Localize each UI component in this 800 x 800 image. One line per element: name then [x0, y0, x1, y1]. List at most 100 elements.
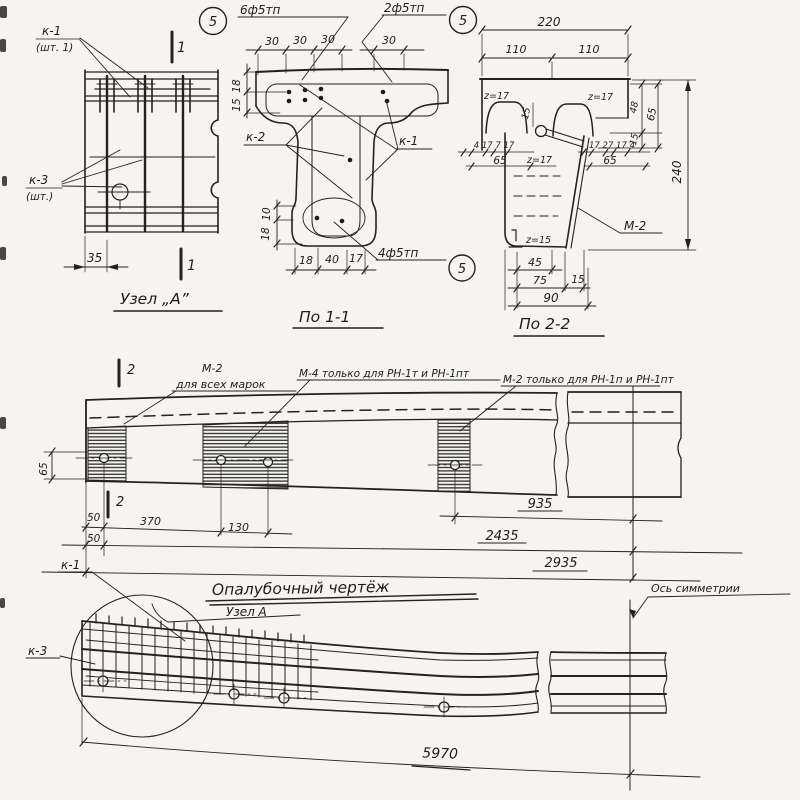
label-z17: z=17: [526, 155, 552, 166]
view-node-a: [25, 30, 223, 312]
plan-holes: [83, 670, 467, 718]
weld-bubble: [448, 5, 478, 35]
label-m2: М-2: [624, 219, 646, 233]
dim-220: 220: [538, 15, 561, 29]
s11-callout-lines: [237, 14, 447, 261]
view-node-a-text: к-1 (шт. 1) к-3 (шт.) 35 1 1 Узел „А”: [26, 24, 196, 308]
scan-artifacts: [0, 6, 7, 608]
s22-dims-small: [457, 102, 651, 171]
dim-90: 90: [543, 291, 559, 305]
s22-dims-top: [478, 25, 632, 80]
label-underlines: [25, 38, 81, 189]
node-a-body: [84, 69, 219, 234]
node-a-anchor-pins: [99, 78, 191, 113]
dim-45: 45: [528, 256, 542, 269]
break-line: [565, 391, 570, 498]
s22-dashed-voids: [513, 175, 563, 217]
view-section-2-2-text: 220 110 110 z=17 z=17 z=17 15 4 17 7 17 …: [474, 15, 684, 333]
label-k3: к-3: [29, 173, 48, 187]
break-line: [677, 391, 682, 498]
s22-m2-leader: [577, 207, 663, 234]
section-mark-2-bottom: 2: [116, 495, 124, 510]
label-axis: Ось симметрии: [651, 582, 740, 595]
detail-circle: [70, 594, 214, 738]
dim-35: 35: [87, 251, 102, 265]
dim-17: 17: [349, 252, 363, 265]
s22-bar-hook: [534, 124, 548, 138]
dim-48: 48: [628, 100, 641, 114]
dim-15: 15: [520, 106, 533, 120]
dim-75: 75: [533, 274, 547, 287]
label-k2: к-2: [246, 130, 265, 144]
dim-370: 370: [140, 515, 161, 528]
dim-15: 15: [628, 132, 641, 146]
bubble-5: 5: [458, 262, 466, 277]
callout-2f5: 2ф5тп: [384, 1, 425, 15]
view-section-2-2: [457, 25, 697, 337]
s11-outline: [255, 67, 449, 247]
dim-240: 240: [670, 160, 684, 183]
dim-2435: 2435: [485, 529, 518, 544]
dim-underlines: [477, 510, 588, 572]
label-k3: к-3: [28, 644, 47, 658]
label-uzel-a: Узел А: [226, 605, 267, 619]
plan-mesh: [85, 613, 319, 701]
plan-dim-5970: [79, 697, 701, 779]
dim-30: 30: [265, 35, 279, 48]
break-line: [535, 651, 540, 713]
s22-anchor-bar: [544, 128, 585, 148]
dim-110: 110: [579, 43, 600, 56]
stirrup-ticks: [95, 613, 305, 644]
plan-title-underline: [205, 593, 479, 606]
dim-15: 15: [571, 274, 585, 286]
view-section-1-1: [198, 5, 478, 329]
label-k1: к-1: [42, 24, 61, 38]
plan-beam-outline: [81, 620, 668, 718]
node-a-dim-35: [63, 235, 129, 273]
dim-65: 65: [603, 155, 617, 167]
node-a-section-marks: [170, 30, 183, 281]
elev-beam-outline: [85, 391, 682, 498]
note-all-marks: для всех марок: [175, 378, 266, 391]
break-line: [548, 651, 552, 713]
dims-small-left: 4 17 7 17: [474, 141, 515, 151]
dim-30: 30: [321, 33, 335, 46]
s11-title: По 1-1: [299, 308, 350, 326]
dim-30: 30: [382, 34, 396, 47]
s11-rebar-dots: [286, 86, 390, 224]
s22-dims-right: [597, 79, 663, 153]
label-z17: z=17: [483, 91, 509, 102]
node-a-leaders: [61, 37, 149, 188]
s22-z15-foot: [508, 229, 523, 248]
view-beam-elevation-text: 2 2 М-2 для всех марок М-4 только для РН…: [38, 362, 675, 571]
view-formwork-plan-text: к-1 Опалубочный чертёж Узел А к-3 Ось си…: [28, 558, 740, 763]
dim-2935: 2935: [544, 556, 577, 571]
weld-bubble: [198, 6, 228, 36]
dim-15: 15: [231, 98, 243, 112]
dim-50: 50: [87, 533, 101, 545]
break-line: [553, 392, 559, 496]
node-a-bars: [105, 74, 185, 233]
view-section-1-1-text: 6ф5тп 2ф5тп 4ф5тп 5 5 5 30 30 30 30 18 1…: [209, 1, 467, 326]
node-a-title: Узел „А”: [120, 290, 190, 308]
view-beam-elevation: [41, 358, 743, 583]
label-k3-qty: (шт.): [26, 191, 53, 203]
dim-65: 65: [493, 155, 507, 167]
dim-130: 130: [228, 521, 249, 534]
dim-10: 10: [261, 207, 273, 221]
dim-65: 65: [38, 462, 50, 476]
dim-18: 18: [260, 227, 272, 241]
s11-rebar-cage: [265, 83, 439, 237]
s22-dim-240: [587, 79, 697, 251]
label-z17: z=17: [587, 92, 613, 103]
label-k1: к-1: [61, 558, 80, 572]
dim-40: 40: [325, 253, 339, 266]
section-mark-1-top: 1: [177, 40, 186, 56]
elev-diaphragms: [87, 418, 471, 493]
note-m4-only: М-4 только для РН-1т и РН-1пт: [299, 368, 470, 380]
bubble-5: 5: [209, 15, 217, 30]
dims-small-right: 17 27 17 4: [589, 141, 635, 151]
s22-dims-bottom: [504, 249, 597, 311]
